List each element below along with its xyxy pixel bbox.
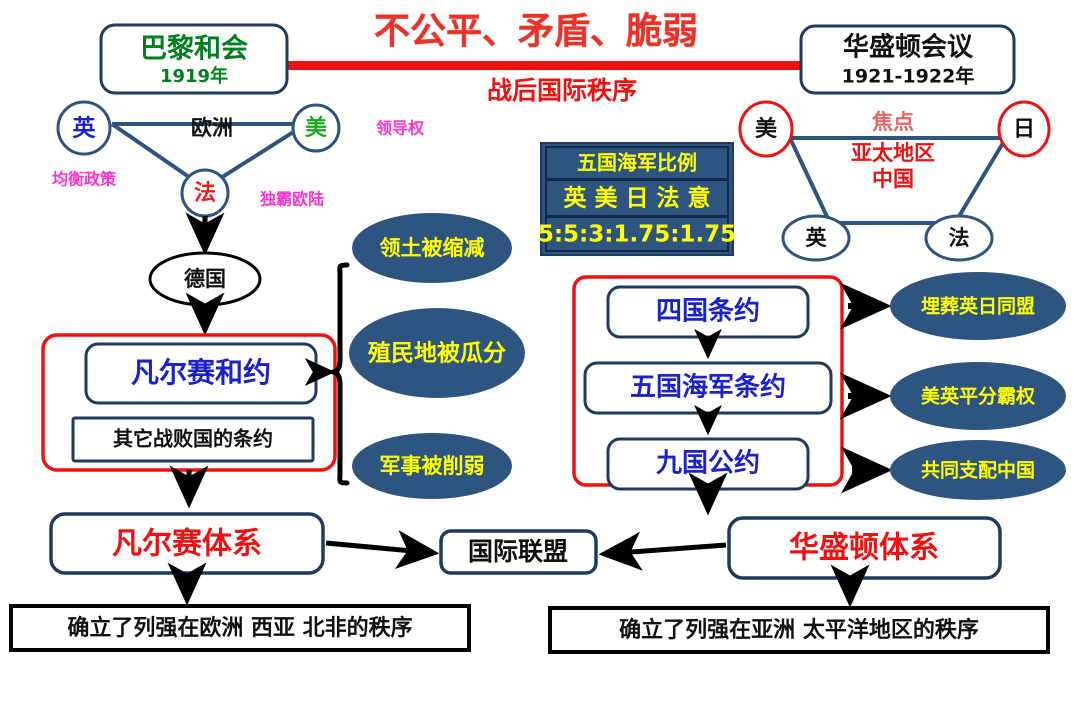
circle-us-label: 美 (305, 115, 328, 141)
league-of-nations-box[interactable] (439, 529, 598, 575)
title-banner: 不公平、矛盾、脆弱 战后国际秩序 (283, 10, 813, 105)
circle-uk-washington[interactable] (781, 214, 851, 262)
effect-ellipse-territory[interactable]: 领土被缩减 (352, 213, 512, 283)
navy-ratio-table[interactable]: 五国海军比例 英 美 日 法 意 5:5:3:1.75:1.75 (538, 142, 736, 256)
washington-treaties-group: 四国条约 五国海军条约 九国公约 (572, 275, 844, 491)
circle-japan[interactable] (997, 100, 1051, 158)
circle-us-washington[interactable] (738, 100, 794, 158)
four-power-treaty-label: 四国条约 (656, 296, 760, 327)
navy-table-ratio: 5:5:3:1.75:1.75 (538, 222, 736, 248)
circle-uk-washington-label: 英 (806, 226, 828, 250)
versailles-treaty-label: 凡尔赛和约 (131, 356, 271, 389)
effect-ellipse-colonies[interactable]: 殖民地被瓜分 (349, 308, 525, 398)
effect-territory-label: 领土被缩减 (380, 236, 485, 260)
versailles-effects-group: 领土被缩减 殖民地被瓜分 军事被削弱 (349, 213, 525, 499)
effect-control-china-label: 共同支配中国 (921, 459, 1035, 482)
circle-uk-label: 英 (73, 115, 97, 142)
league-of-nations-label: 国际联盟 (468, 537, 568, 566)
outcome-left-node[interactable]: 确立了列强在欧洲 西亚 北非的秩序 (9, 604, 471, 652)
nine-power-treaty-label: 九国公约 (655, 448, 760, 479)
circle-france-label: 法 (194, 181, 216, 206)
washington-conference-group: 华盛顿会议 1921-1922年 焦点 亚太地区 中国 美 日 英 法 (738, 24, 1051, 262)
link-japan-france (953, 136, 1008, 225)
versailles-system-label: 凡尔赛体系 (112, 527, 262, 562)
navy-table-header: 五国海军比例 (577, 151, 697, 175)
us-policy-note: 领导权 (376, 119, 425, 138)
paris-conference-name: 巴黎和会 (140, 34, 248, 65)
circle-uk[interactable] (56, 100, 112, 156)
five-power-naval-treaty-label: 五国海军条约 (630, 372, 786, 403)
arrow-washington-to-league (598, 531, 727, 571)
versailles-treaty-group: 凡尔赛和约 其它战败国的条约 (41, 333, 337, 472)
navy-table-countries: 英 美 日 法 意 (563, 185, 710, 212)
outcome-left-box[interactable] (9, 604, 471, 652)
arrow-versailles-to-league (325, 530, 440, 569)
banner-red-bar (283, 61, 813, 70)
circle-japan-label: 日 (1013, 117, 1035, 142)
link-us-uk (788, 137, 832, 224)
circle-us-washington-label: 美 (755, 116, 778, 142)
navy-table-bg (540, 142, 734, 256)
navy-table-ratio-cell (545, 216, 729, 252)
germany-label: 德国 (184, 267, 226, 291)
washington-conference-name: 华盛顿会议 (843, 32, 974, 63)
paris-conference-year: 1919年 (160, 65, 228, 87)
washington-effects-group: 埋葬英日同盟 美英平分霸权 共同支配中国 (890, 272, 1066, 500)
other-treaties-label: 其它战败国的条约 (113, 427, 273, 451)
washington-conference-box[interactable] (799, 24, 1016, 95)
germany-node[interactable]: 德国 (148, 251, 262, 307)
circle-france-washington[interactable] (924, 214, 994, 262)
circle-us[interactable] (291, 103, 341, 153)
paris-conference-box[interactable] (99, 23, 289, 95)
effect-shared-hegemony-label: 美英平分霸权 (921, 385, 1035, 408)
uk-policy-note: 均衡政策 (52, 170, 117, 189)
league-of-nations-node[interactable]: 国际联盟 (439, 529, 598, 575)
versailles-system-node[interactable]: 凡尔赛体系 (49, 512, 325, 575)
banner-main-title: 不公平、矛盾、脆弱 (374, 10, 698, 52)
europe-label: 欧洲 (191, 116, 233, 140)
outcome-left-label: 确立了列强在欧洲 西亚 北非的秩序 (67, 615, 412, 641)
outcome-right-label: 确立了列强在亚洲 太平洋地区的秩序 (619, 617, 979, 643)
other-treaties-box[interactable] (71, 416, 315, 463)
effect-ellipse-bury-alliance[interactable]: 埋葬英日同盟 (890, 272, 1066, 340)
effect-shared-hegemony-shape[interactable] (890, 362, 1066, 430)
circle-france-washington-label: 法 (949, 226, 970, 250)
effect-military-shape[interactable] (352, 433, 512, 499)
effect-colonies-label: 殖民地被瓜分 (368, 341, 506, 367)
effect-ellipse-military[interactable]: 军事被削弱 (352, 433, 512, 499)
effect-military-label: 军事被削弱 (380, 454, 485, 478)
outcome-right-box[interactable] (548, 606, 1050, 654)
banner-subtitle: 战后国际秩序 (487, 76, 637, 105)
outcome-right-node[interactable]: 确立了列强在亚洲 太平洋地区的秩序 (548, 606, 1050, 654)
focus-label: 焦点 (871, 110, 914, 134)
washington-conference-year: 1921-1922年 (842, 65, 975, 88)
washington-system-label: 华盛顿体系 (789, 531, 939, 566)
effect-colonies-shape[interactable] (349, 308, 525, 398)
washington-system-node[interactable]: 华盛顿体系 (727, 516, 1002, 580)
effect-control-china-shape[interactable] (890, 440, 1066, 500)
effect-bury-alliance-shape[interactable] (890, 272, 1066, 340)
france-policy-note: 独霸欧陆 (260, 190, 324, 209)
effect-ellipse-control-china[interactable]: 共同支配中国 (890, 440, 1066, 500)
focus-region-2: 中国 (872, 167, 914, 191)
effect-bury-alliance-label: 埋葬英日同盟 (921, 295, 1035, 318)
focus-region-1: 亚太地区 (851, 141, 935, 165)
effect-territory-shape[interactable] (352, 213, 512, 283)
paris-conference-group: 巴黎和会 1919年 欧洲 英 均衡政策 美 领导权 法 独霸欧陆 (52, 23, 425, 218)
effect-ellipse-shared-hegemony[interactable]: 美英平分霸权 (890, 362, 1066, 430)
